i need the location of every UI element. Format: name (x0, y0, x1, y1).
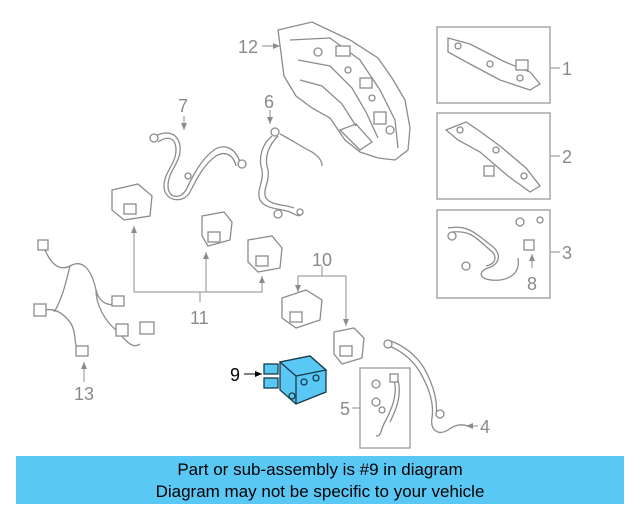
box-part-1 (436, 26, 551, 104)
part-1-gasket (447, 37, 541, 91)
callout-10: 10 (312, 250, 332, 270)
callout-5: 5 (340, 399, 350, 419)
parts-diagram: 12 1 2 3 8 7 (33, 21, 572, 449)
part-12-bracket (277, 21, 411, 161)
callout-3: 3 (562, 243, 572, 263)
part-10-sensors (281, 289, 365, 365)
banner-line-1: Part or sub-assembly is #9 in diagram (177, 460, 463, 479)
part-5-kit (371, 373, 400, 437)
part-11-sensors (111, 183, 283, 273)
banner-line-2: Diagram may not be specific to your vehi… (155, 482, 485, 501)
callout-12: 12 (238, 37, 258, 57)
callout-4: 4 (480, 417, 490, 437)
info-banner: Part or sub-assembly is #9 in diagram Di… (16, 456, 624, 504)
box-part-3 (436, 209, 551, 299)
leader-11-bracket (133, 230, 263, 293)
part-4-pipe (383, 339, 469, 433)
callout-13: 13 (74, 384, 94, 404)
part-13-harness (33, 239, 155, 357)
callout-2: 2 (562, 147, 572, 167)
callout-9: 9 (230, 365, 240, 385)
callout-11: 11 (190, 308, 209, 328)
callout-7: 7 (178, 96, 188, 116)
part-3-hose (447, 216, 544, 281)
part-6-hose (258, 127, 323, 219)
part-7-hose (149, 132, 247, 201)
callout-6: 6 (264, 92, 274, 112)
part-9-valve (263, 355, 328, 405)
callout-1: 1 (562, 59, 572, 79)
callout-8: 8 (527, 274, 537, 294)
part-2-gasket (444, 121, 541, 193)
